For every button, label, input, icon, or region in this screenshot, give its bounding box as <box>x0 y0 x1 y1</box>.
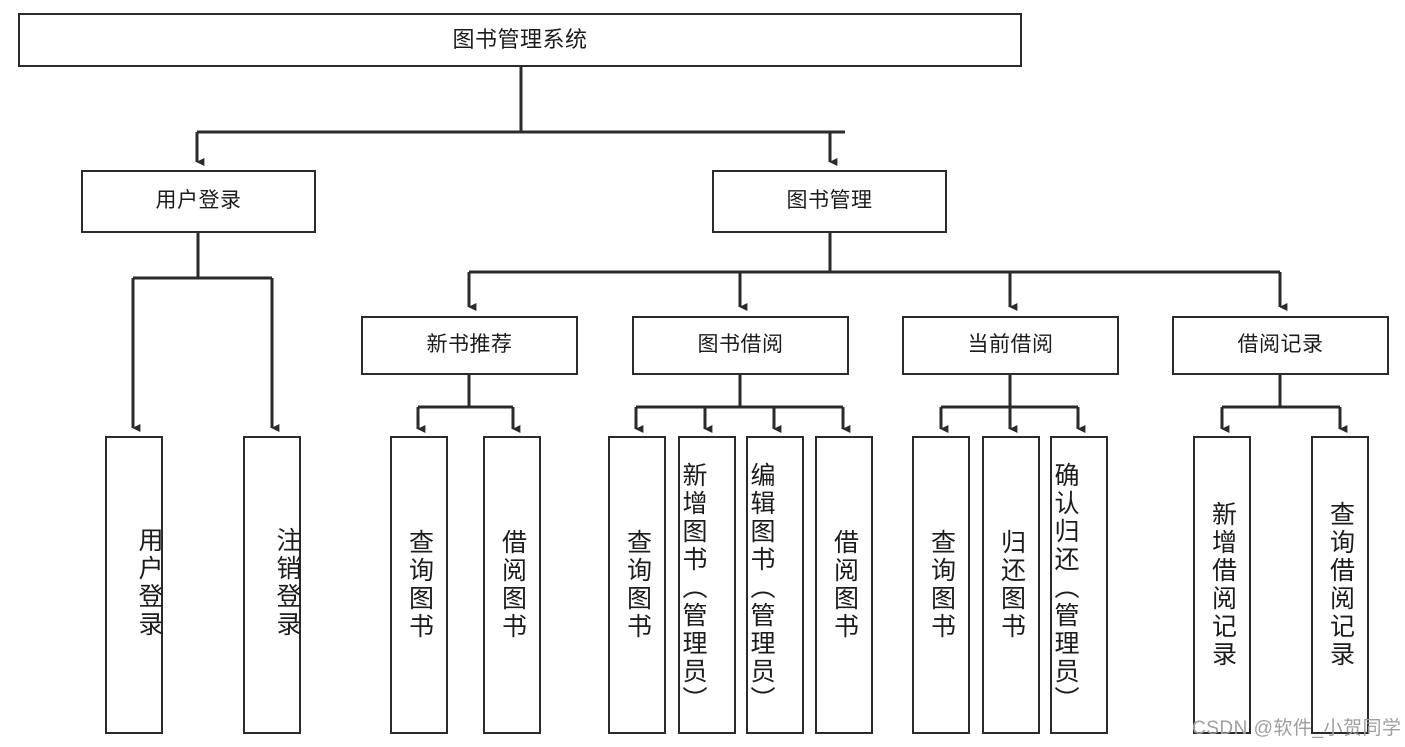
leaf-query-book-recommend[interactable]: 查询图书 <box>390 436 448 734</box>
leaf-add-book-admin[interactable]: 新增图书（管理员） <box>678 436 736 734</box>
node-label: 查询图书 <box>927 529 956 641</box>
node-label: 借阅图书 <box>830 529 859 641</box>
node-label: 确认归还（管理员） <box>1051 462 1079 714</box>
node-book-borrow[interactable]: 图书借阅 <box>632 316 849 375</box>
node-label: 查询借阅记录 <box>1326 501 1355 669</box>
csdn-watermark: CSDN @软件_小贺同学 <box>1192 718 1402 739</box>
node-label: 注销登录 <box>273 527 301 639</box>
node-user-login[interactable]: 用户登录 <box>81 170 316 233</box>
node-borrow-record[interactable]: 借阅记录 <box>1172 316 1389 375</box>
node-new-book-recommend[interactable]: 新书推荐 <box>361 316 578 375</box>
leaf-user-login[interactable]: 用户登录 <box>105 436 163 734</box>
leaf-edit-book-admin[interactable]: 编辑图书（管理员） <box>746 436 804 734</box>
node-label: 用户登录 <box>135 527 163 639</box>
node-label: 当前借阅 <box>967 333 1054 357</box>
node-label: 借阅记录 <box>1237 333 1324 357</box>
node-label: 归还图书 <box>997 529 1026 641</box>
node-current-borrow[interactable]: 当前借阅 <box>902 316 1119 375</box>
node-label: 查询图书 <box>405 529 434 641</box>
leaf-query-book-borrow[interactable]: 查询图书 <box>608 436 666 734</box>
node-label: 新增图书（管理员） <box>679 462 707 714</box>
node-label: 查询图书 <box>623 529 652 641</box>
node-label: 新书推荐 <box>426 333 513 357</box>
node-label: 新增借阅记录 <box>1208 501 1237 669</box>
leaf-confirm-return-admin[interactable]: 确认归还（管理员） <box>1050 436 1108 734</box>
node-root-system[interactable]: 图书管理系统 <box>18 13 1022 67</box>
leaf-query-borrow-record[interactable]: 查询借阅记录 <box>1311 436 1369 734</box>
node-label: 借阅图书 <box>498 529 527 641</box>
node-label: 用户登录 <box>155 189 242 213</box>
node-label: 图书管理系统 <box>452 27 588 53</box>
leaf-add-borrow-record[interactable]: 新增借阅记录 <box>1193 436 1251 734</box>
leaf-user-logout[interactable]: 注销登录 <box>243 436 301 734</box>
node-label: 编辑图书（管理员） <box>747 462 775 714</box>
node-label: 图书借阅 <box>697 333 784 357</box>
leaf-borrow-book-recommend[interactable]: 借阅图书 <box>483 436 541 734</box>
leaf-query-book-current[interactable]: 查询图书 <box>912 436 970 734</box>
node-book-management[interactable]: 图书管理 <box>712 170 947 233</box>
leaf-borrow-book[interactable]: 借阅图书 <box>815 436 873 734</box>
leaf-return-book[interactable]: 归还图书 <box>982 436 1040 734</box>
node-label: 图书管理 <box>786 189 873 213</box>
